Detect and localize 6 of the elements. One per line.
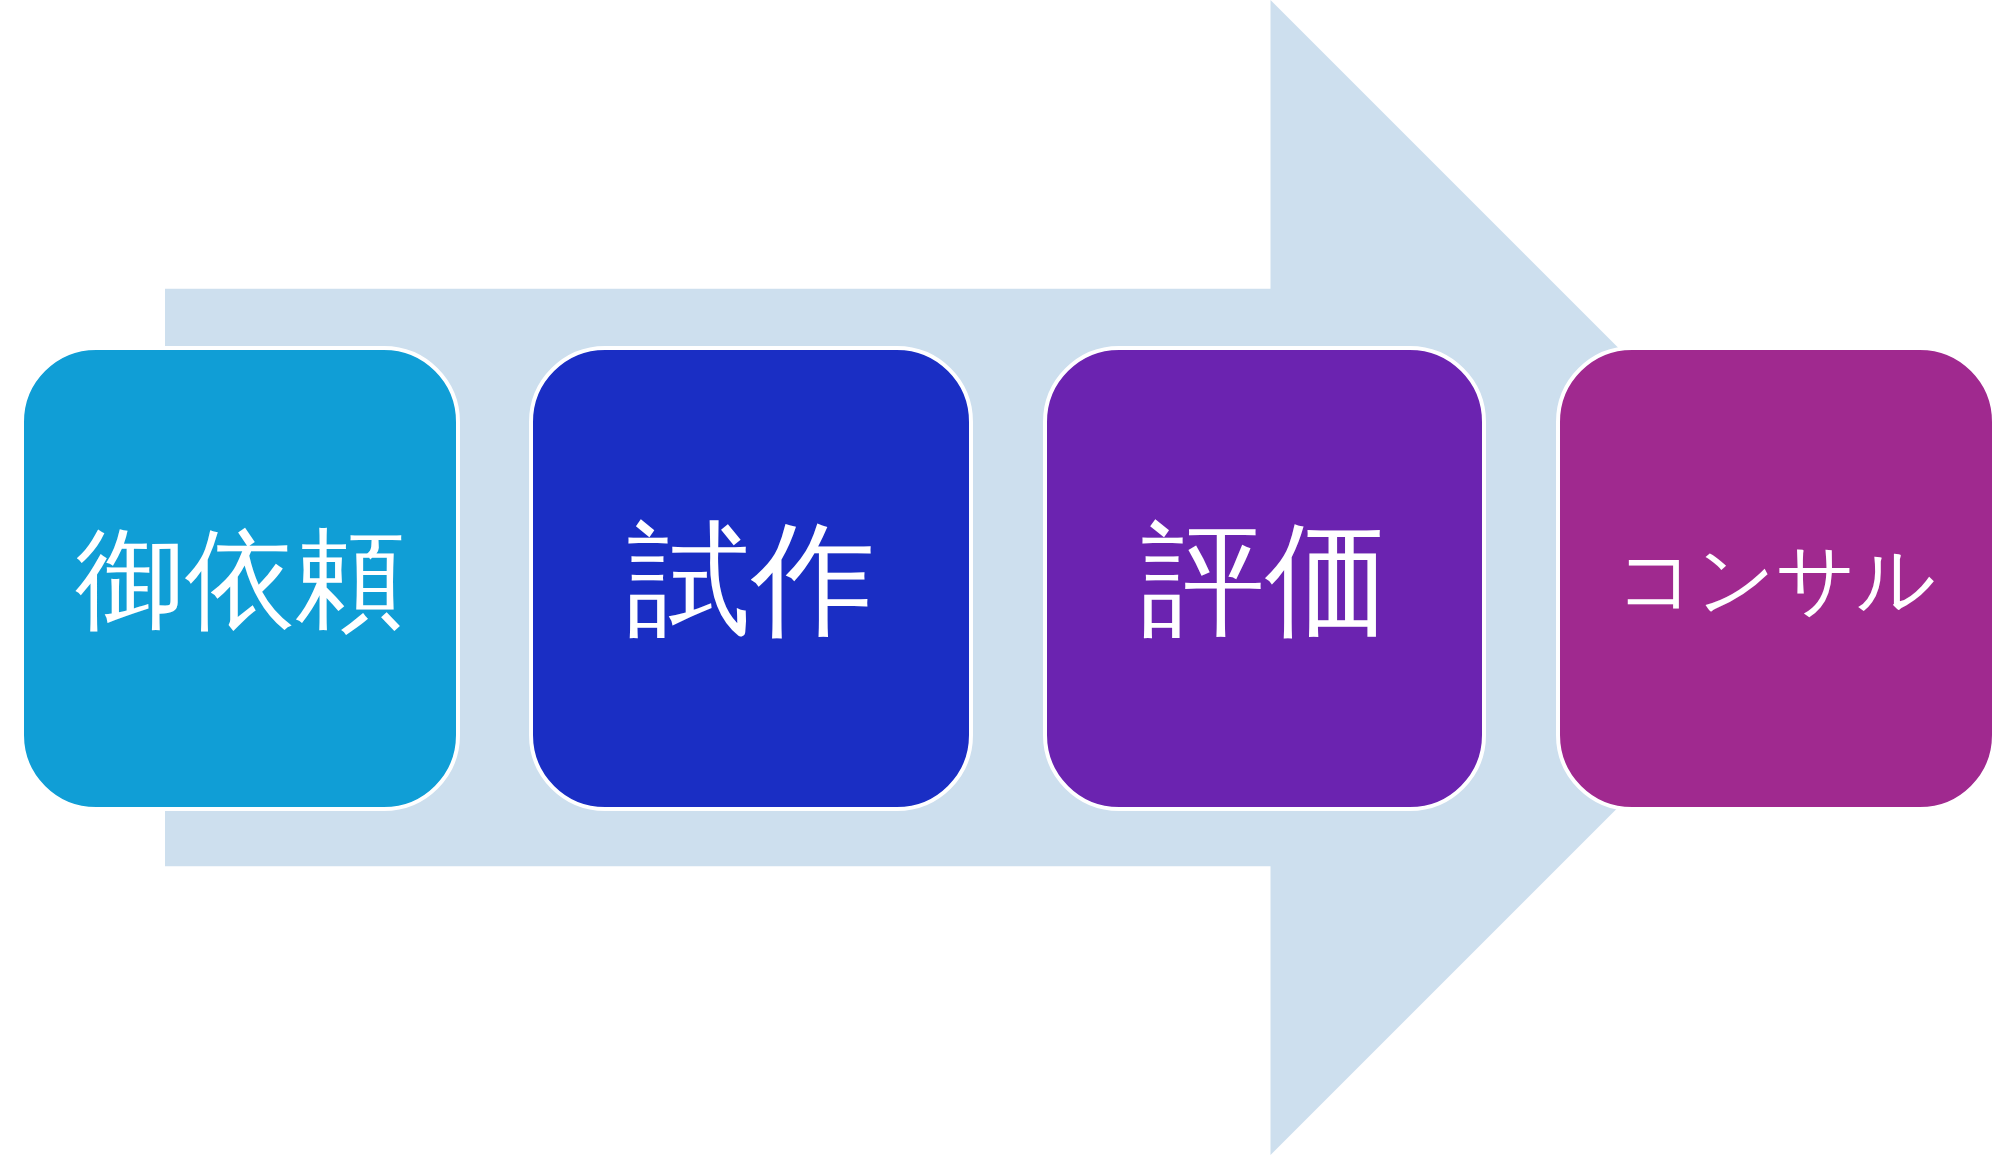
step-label: 試作 <box>627 516 875 641</box>
step-label: 評価 <box>1140 516 1389 641</box>
step-box <box>529 346 973 811</box>
step-label: 御依頼 <box>75 523 405 634</box>
step-label: コンサル <box>1616 539 1936 618</box>
step-box <box>1043 346 1486 811</box>
